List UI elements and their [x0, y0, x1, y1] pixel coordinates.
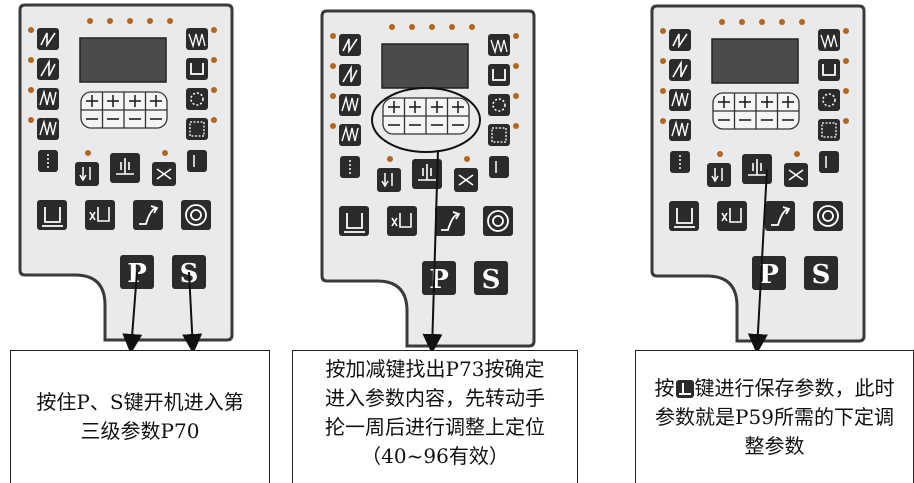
- middle-row-keys[interactable]: [38, 150, 207, 186]
- step-3-caption: 按键进行保存参数，此时参数就是P59所需的下定调整参数: [635, 350, 914, 483]
- step-2-caption: 按加减键找出P73按确定进入参数内容，先转动手抡一周后进行调整上定位（40~96…: [292, 350, 578, 483]
- plus-minus-highlight-circle: [371, 87, 481, 153]
- top-leds: [87, 18, 173, 24]
- step-2-text: 按加减键找出P73按确定进入参数内容，先转动手抡一周后进行调整上定位（40~96…: [325, 357, 545, 468]
- right-function-keys[interactable]: [186, 28, 208, 140]
- step-1-text: 按住P、S键开机进入第三级参数P70: [36, 390, 244, 443]
- left-leds: [28, 27, 34, 123]
- step-1-caption: 按住P、S键开机进入第三级参数P70: [10, 350, 270, 483]
- bottom-keys[interactable]: [37, 200, 211, 230]
- right-leds: [211, 27, 217, 123]
- step-3-text-pre: 按: [654, 375, 675, 400]
- step-3-text: 按键进行保存参数，此时参数就是P59所需的下定调整参数: [652, 374, 897, 461]
- middle-leds: [85, 150, 168, 156]
- lcd-display: [79, 37, 167, 83]
- step-3-text-post: 键进行保存参数，此时参数就是P59所需的下定调整参数: [655, 375, 895, 458]
- left-mode-keys[interactable]: [37, 28, 59, 140]
- save-key-icon: [675, 379, 694, 398]
- plus-minus-keys[interactable]: [80, 91, 168, 129]
